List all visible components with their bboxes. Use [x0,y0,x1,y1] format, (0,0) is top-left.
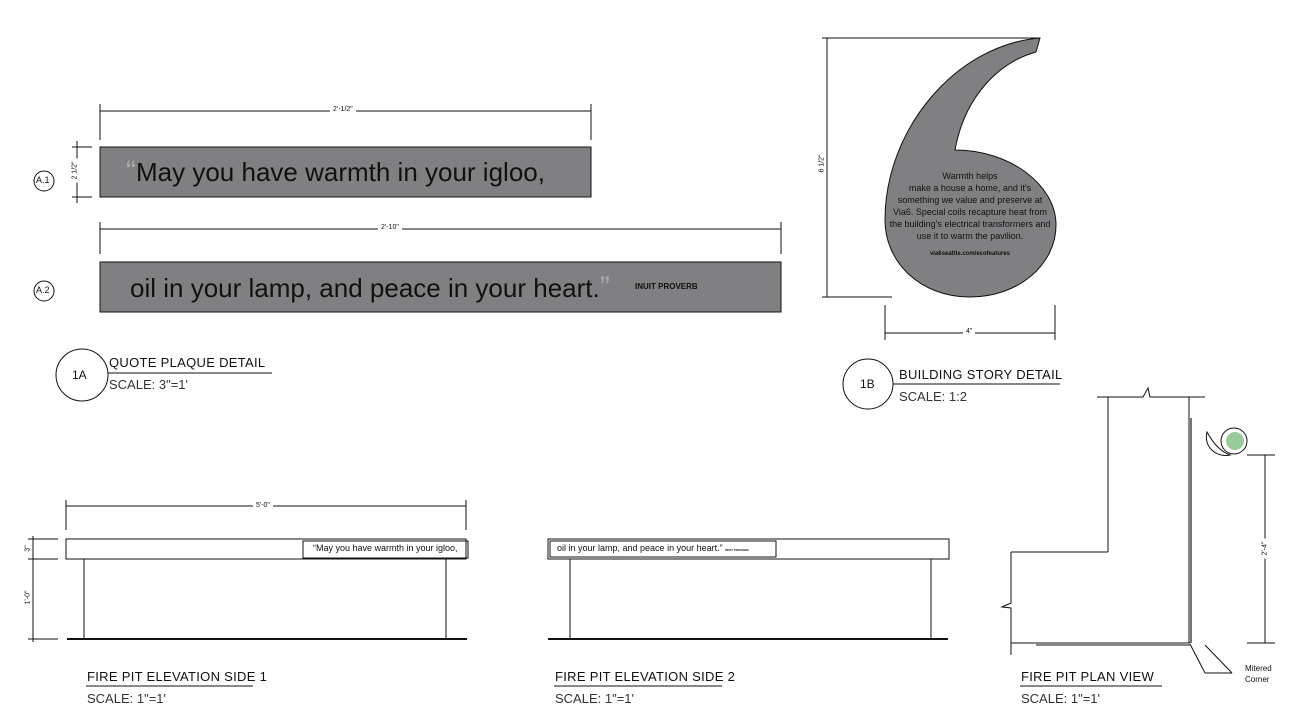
plan-view-scale: SCALE: 1"=1' [1021,691,1101,706]
detail-1a-number: 1A [72,368,87,382]
elevation-1-title: FIRE PIT ELEVATION SIDE 1 [87,669,268,684]
marker-a1-circle [33,170,55,192]
elevation-1-beam [65,538,467,560]
plaque-attribution: INUIT PROVERB [635,282,698,291]
dim-story-height: 6 1/2" [818,151,826,176]
detail-1b-number: 1B [860,377,875,391]
elevation-1-plaque [302,540,469,559]
plaque-a1 [99,146,592,198]
plaque-a2 [99,261,782,313]
dim-elev1-top: 3" [24,542,32,555]
building-story-title: BUILDING STORY DETAIL [899,367,1063,382]
mitered-corner-callout: Mitered Corner [1245,664,1272,684]
dim-a2-width: 2'-10" [378,224,402,231]
plaque-a1-text: “May you have warmth in your igloo, [126,155,545,188]
quote-plaque-title: QUOTE PLAQUE DETAIL [109,355,266,370]
building-story-text: Warmth helps make a house a home, and it… [888,170,1052,260]
dim-elev1-height: 1'-0" [24,587,32,608]
elevation-2-beam [547,538,950,560]
dim-a1-height: 2 1/2" [71,158,79,183]
elevation-1-plaque-text: “May you have warmth in your igloo, [313,543,458,553]
dim-elev1-width: 5'-0" [253,502,273,509]
marker-a2: A.2 [36,285,50,295]
story-url: via6seattle.com/ecofeatures [929,251,1011,257]
building-story-scale: SCALE: 1:2 [899,389,967,404]
marker-a2-circle [33,280,55,302]
dim-a1-width: 2'-1/2" [330,106,356,113]
story-heading: Warmth helps [942,171,998,181]
plaque-a2-text: oil in your lamp, and peace in your hear… [130,271,610,304]
quote-mark-mini-icon [1205,427,1248,457]
quote-mark-shape [884,37,1057,298]
dim-story-width: 4" [963,328,976,335]
dim-plan-length: 2'-4" [1261,538,1269,559]
quote-plaque-scale: SCALE: 3"=1' [109,377,189,392]
detail-1a-circle [55,348,109,402]
elevation-1-scale: SCALE: 1"=1' [87,691,167,706]
marker-a1: A.1 [36,175,50,185]
elevation-2-plaque-text: oil in your lamp, and peace in your hear… [557,543,749,553]
plan-view-title: FIRE PIT PLAN VIEW [1021,669,1155,684]
elevation-2-plaque [549,540,777,558]
elevation-2-title: FIRE PIT ELEVATION SIDE 2 [555,669,736,684]
story-body: make a house a home, and it's something … [889,183,1051,241]
elevation-2-scale: SCALE: 1"=1' [555,691,635,706]
